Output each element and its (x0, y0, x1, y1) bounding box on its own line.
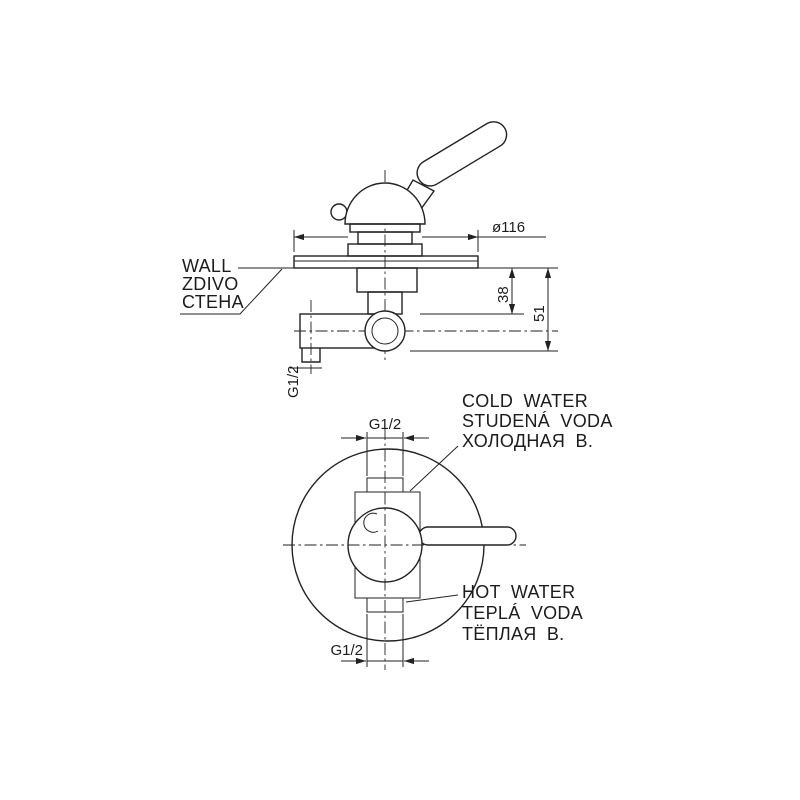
wall-label-en: WALL (182, 256, 232, 276)
cold-label-en: COLD WATER (462, 391, 588, 411)
lever-handle (416, 121, 508, 187)
thread-label-top: G1/2 (369, 416, 402, 433)
outlet-circle-inner (371, 317, 399, 345)
thread-label-elevation: G1/2 (285, 365, 302, 398)
wall-leader-line (180, 268, 283, 315)
side-nub (330, 203, 348, 221)
hot-label-sk: TEPLÁ VODA (462, 603, 583, 623)
outlet-circle-outer (364, 310, 406, 352)
dim-label-diameter: ø116 (492, 219, 525, 236)
hot-label-ru: ТЁПЛАЯ В. (462, 624, 564, 644)
lever-front (418, 526, 517, 546)
dome-body (344, 182, 426, 225)
wall-plate (293, 255, 479, 269)
bottom-port (301, 348, 321, 363)
front-view: G1/2 G1/2 COLD WATER STUDENÁ VODA ХОЛОДН… (283, 391, 613, 670)
hot-leader-line (405, 594, 459, 603)
cold-label-sk: STUDENÁ VODA (462, 411, 613, 431)
dim-label-38: 38 (495, 286, 512, 303)
wall-label-ru: СТЕНА (182, 292, 244, 312)
cartridge-detail-arc (363, 512, 379, 533)
valve-housing (356, 267, 418, 293)
cold-leader-line (409, 445, 459, 492)
cold-label-ru: ХОЛОДНАЯ В. (462, 431, 593, 451)
wall-label-sk: ZDIVO (182, 274, 239, 294)
dim-label-51: 51 (531, 305, 548, 322)
thread-label-bottom: G1/2 (330, 642, 363, 659)
lever-capsule (416, 121, 508, 187)
elevation-view: ø116 38 51 WALL ZDIVO СТЕНА G1/2 (180, 121, 558, 398)
hot-label-en: HOT WATER (462, 582, 575, 602)
